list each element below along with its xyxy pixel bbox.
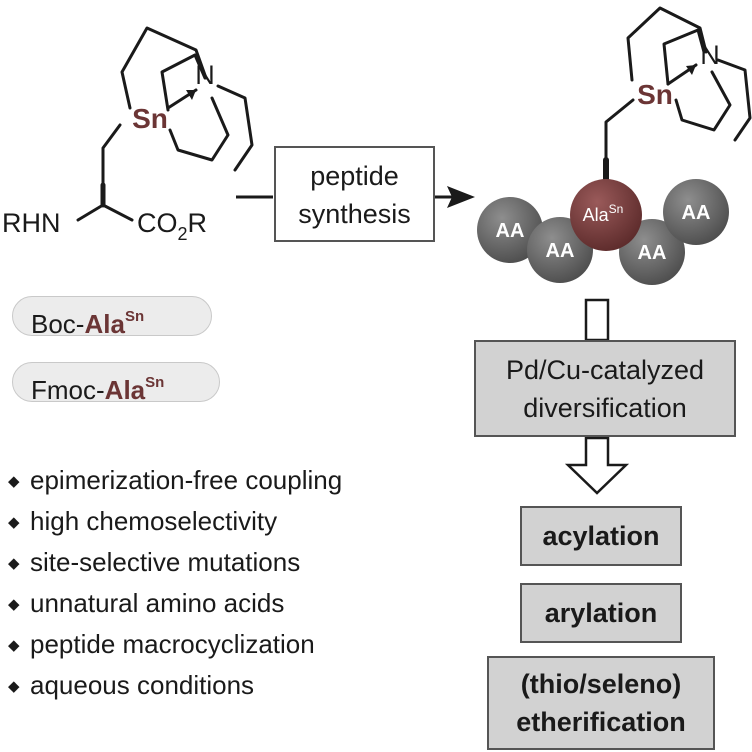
aa-label-3: AA — [638, 242, 667, 264]
feature-item: ◆ aqueous conditions — [8, 665, 342, 706]
diamond-bullet-icon: ◆ — [8, 555, 20, 572]
down-arrow-2 — [564, 436, 630, 495]
tin-label: Sn — [132, 103, 168, 134]
fmoc-sn: Sn — [145, 374, 165, 391]
feature-text: epimerization-free coupling — [30, 465, 343, 495]
diamond-bullet-icon: ◆ — [8, 678, 20, 695]
peptide-stannatrane — [603, 6, 752, 188]
aa-bead-4 — [663, 179, 729, 245]
feature-list: ◆ epimerization-free coupling ◆ high chemo… — [8, 460, 342, 706]
product-arylation: arylation — [520, 583, 682, 643]
boc-ala: Ala — [84, 309, 125, 339]
feature-text: unnatural amino acids — [30, 588, 285, 618]
aa-bead-1 — [477, 197, 543, 263]
boc-sn: Sn — [124, 308, 145, 325]
product-etherification: (thio/seleno) etherification — [487, 656, 715, 750]
amine-label: RHN — [2, 208, 61, 238]
aa-label-4: AA — [682, 202, 711, 224]
arrow-head — [447, 186, 475, 208]
down-arrow-1 — [584, 298, 610, 342]
step-line-2: synthesis — [298, 199, 411, 229]
diamond-bullet-icon: ◆ — [8, 473, 20, 490]
diamond-bullet-icon: ◆ — [8, 514, 20, 531]
ester-label: CO2R — [137, 208, 207, 244]
feature-item: ◆ epimerization-free coupling — [8, 460, 342, 501]
ala-sn-label: AlaSn — [583, 202, 624, 225]
feature-text: high chemoselectivity — [30, 506, 278, 536]
fmoc-ala: Ala — [104, 375, 146, 405]
dative-arrowhead — [186, 90, 196, 100]
feature-item: ◆ unnatural amino acids — [8, 583, 342, 624]
feature-text: site-selective mutations — [30, 547, 301, 577]
feature-item: ◆ high chemoselectivity — [8, 501, 342, 542]
boc-reagent-pill: Boc-AlaSn — [12, 296, 212, 339]
product-ether-line-2: etherification — [516, 707, 686, 737]
aa-label-1: AA — [496, 220, 525, 242]
catalysis-box: Pd/Cu-catalyzed diversification — [474, 340, 736, 437]
fmoc-prefix: Fmoc- — [31, 375, 105, 405]
feature-text: aqueous conditions — [30, 670, 255, 700]
catalysis-line-1: Pd/Cu-catalyzed — [505, 355, 705, 385]
catalysis-line-2: diversification — [523, 393, 687, 423]
peptide-chain: AA AA AA AA AlaSn — [477, 179, 729, 285]
peptide-synthesis-box: peptide synthesis — [274, 146, 435, 242]
feature-item: ◆ peptide macrocyclization — [8, 624, 342, 665]
diamond-bullet-icon: ◆ — [8, 637, 20, 654]
fmoc-reagent-pill: Fmoc-AlaSn — [12, 362, 220, 405]
ala-sn-bead — [570, 179, 642, 251]
peptide-dative-arrowhead — [686, 65, 696, 75]
product-acylation-label: acylation — [542, 521, 660, 551]
step-line-1: peptide — [310, 161, 399, 191]
peptide-nitrogen-label: N — [700, 40, 720, 70]
diamond-bullet-icon: ◆ — [8, 596, 20, 613]
peptide-tin-label: Sn — [637, 79, 673, 110]
product-acylation: acylation — [520, 506, 682, 566]
feature-item: ◆ site-selective mutations — [8, 542, 342, 583]
product-ether-line-1: (thio/seleno) — [520, 669, 682, 699]
stannatrane-amino-acid — [76, 26, 254, 222]
nitrogen-label: N — [195, 60, 215, 90]
boc-prefix: Boc- — [31, 309, 85, 339]
product-arylation-label: arylation — [544, 598, 658, 628]
feature-text: peptide macrocyclization — [30, 629, 315, 659]
aa-label-2: AA — [546, 240, 575, 262]
